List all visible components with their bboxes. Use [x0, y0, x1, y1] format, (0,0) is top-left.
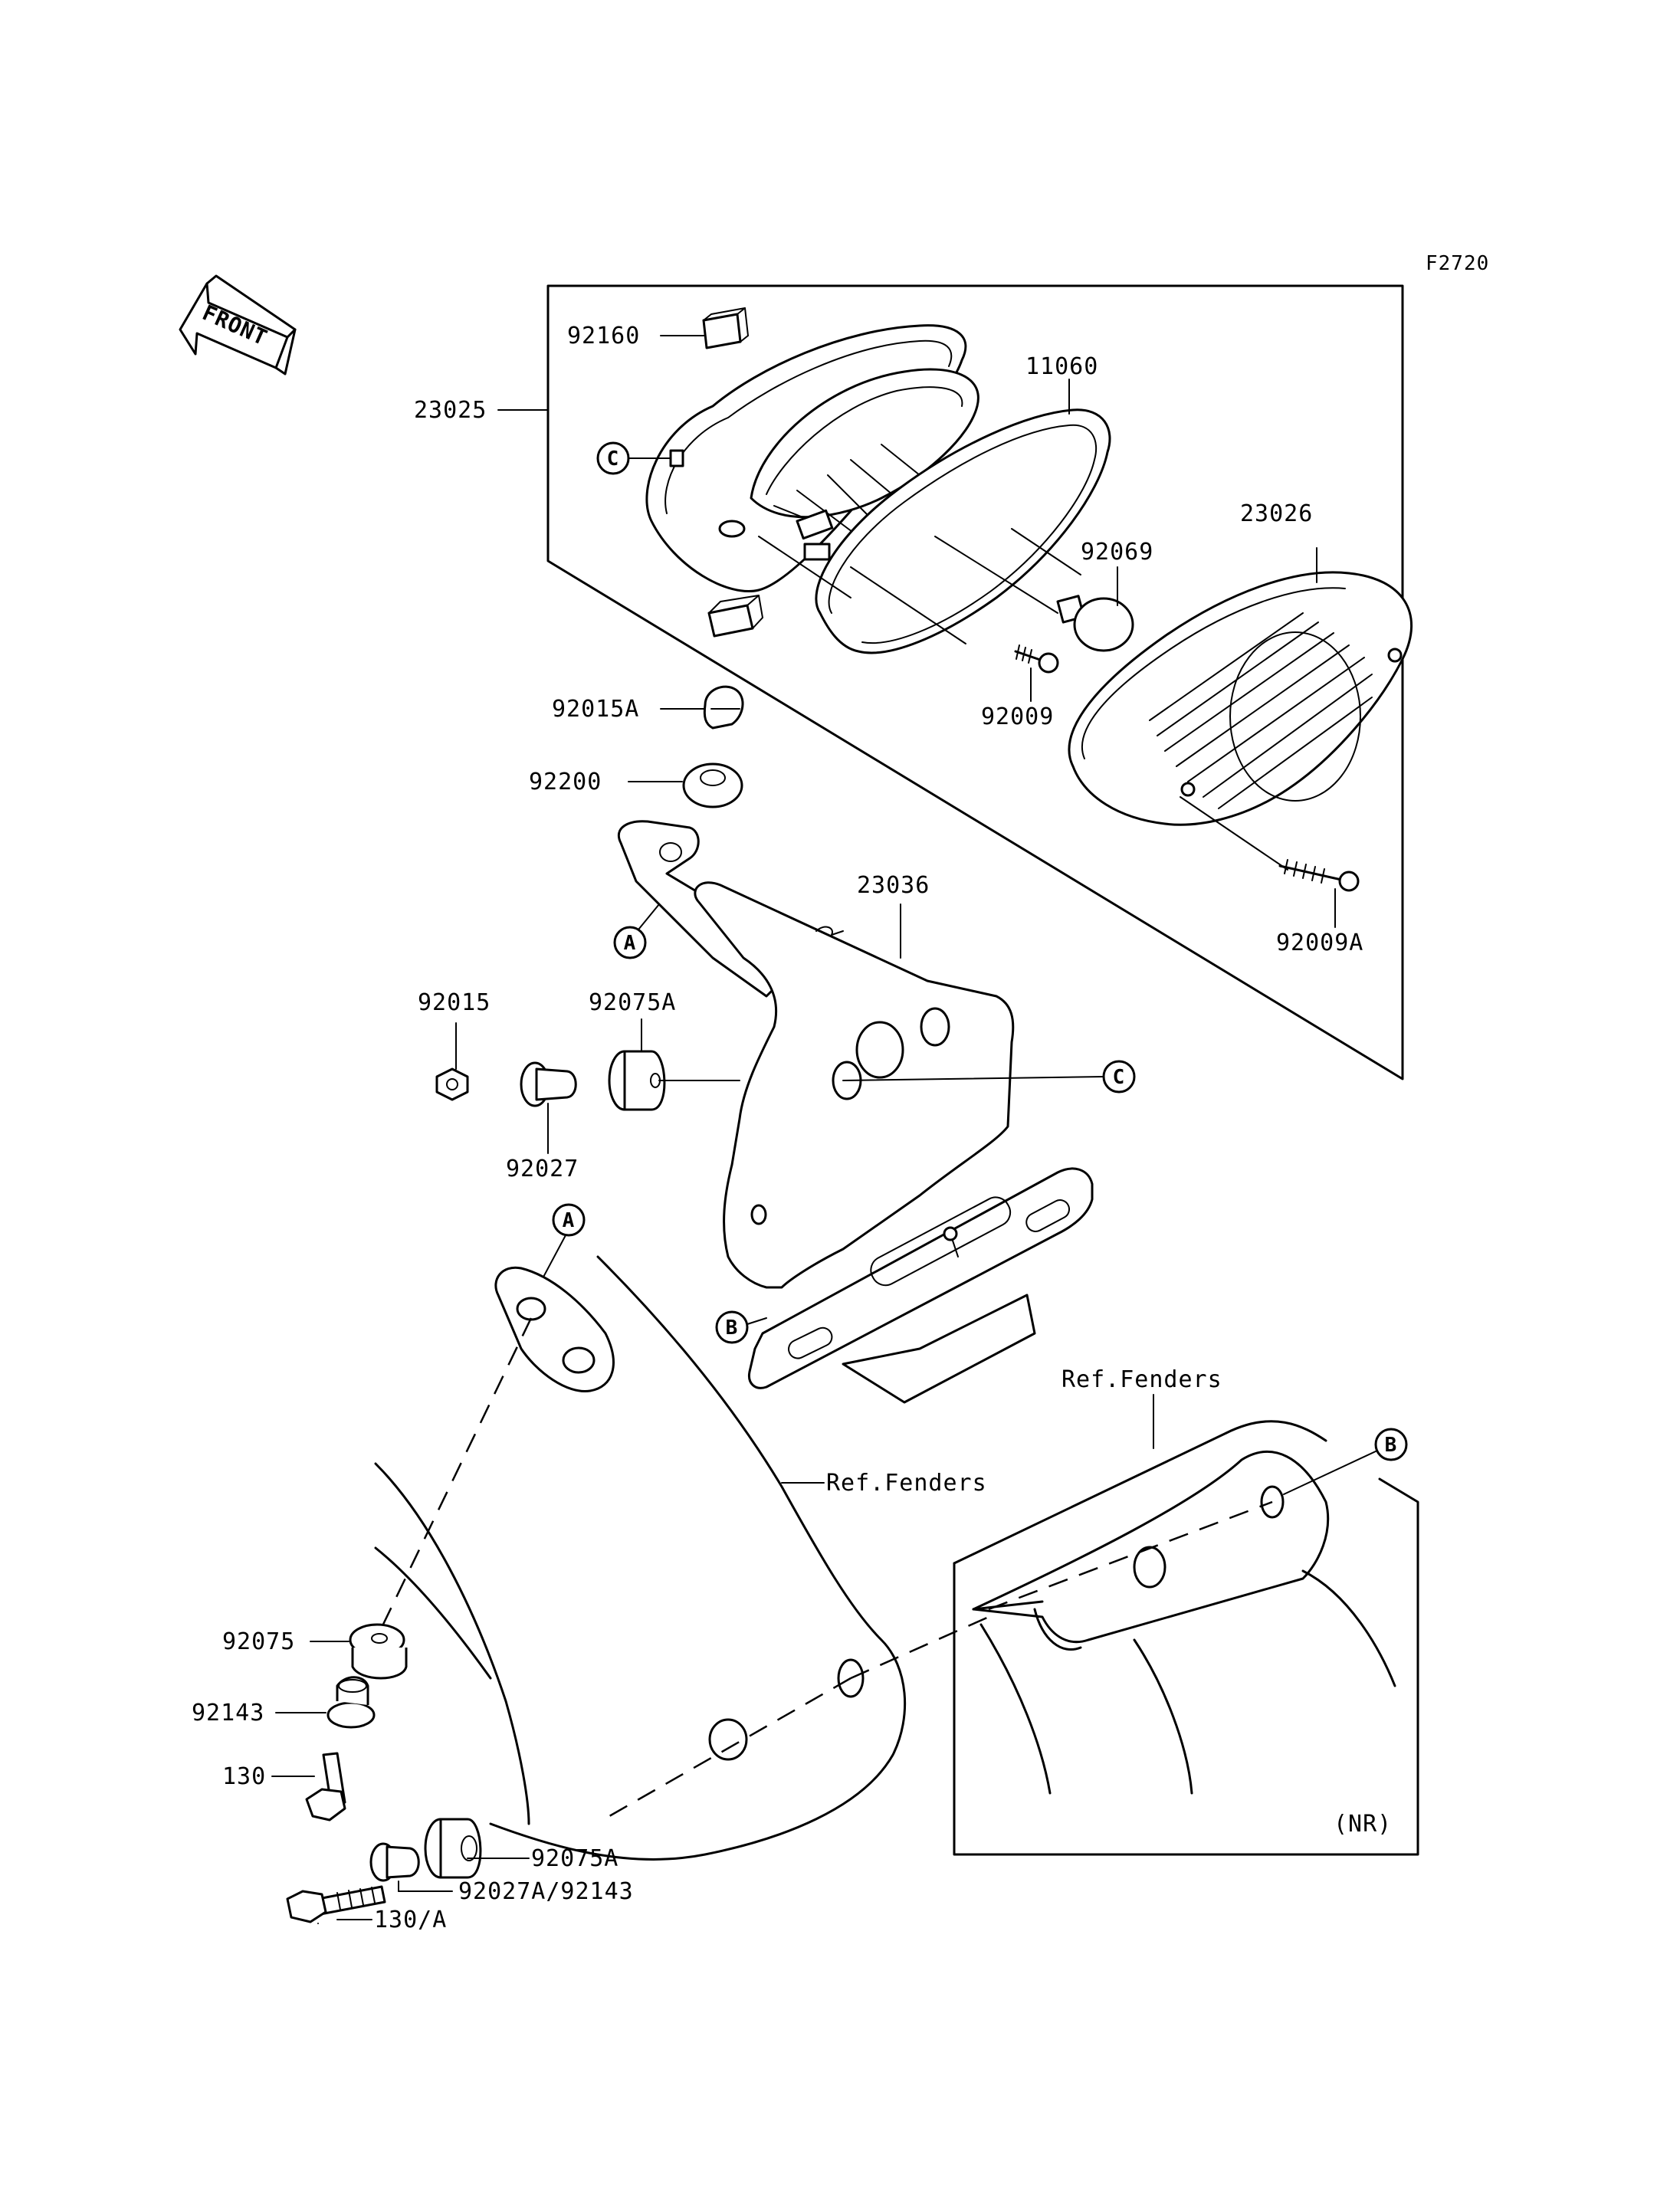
taillight-housing-23025	[645, 324, 979, 592]
part-label-92027: 92027	[506, 1156, 579, 1182]
part-label-92015A: 92015A	[552, 696, 639, 723]
part-label-92075A-bottom: 92075A	[531, 1845, 619, 1872]
svg-text:B: B	[726, 1317, 739, 1340]
collar-92143	[326, 1676, 376, 1729]
part-label-92200: 92200	[529, 769, 602, 795]
bracket-23036	[618, 820, 1094, 1404]
collar-92027	[520, 1061, 577, 1107]
washer-92200	[682, 762, 743, 808]
ref-fenders-right: Ref.Fenders	[1061, 1366, 1222, 1393]
part-label-92009: 92009	[981, 703, 1054, 730]
screw-92009A	[1180, 796, 1360, 892]
svg-text:A: A	[563, 1209, 576, 1232]
part-label-130: 130	[222, 1763, 266, 1790]
part-label-130A: 130/A	[374, 1907, 447, 1933]
fender-mount-plate	[494, 1266, 615, 1393]
ref-fenders-left: Ref.Fenders	[826, 1470, 987, 1497]
callout-a-upper: A	[613, 926, 647, 959]
part-label-92075A-top: 92075A	[589, 989, 676, 1016]
part-label-23036: 23036	[857, 872, 930, 899]
part-label-92069: 92069	[1081, 539, 1153, 566]
part-label-92009A: 92009A	[1276, 930, 1363, 956]
svg-text:A: A	[624, 932, 637, 955]
cap-nut-92015A	[703, 685, 744, 730]
part-label-23025: 23025	[414, 397, 487, 424]
figure-code: F2720	[1426, 252, 1489, 275]
part-label-23026: 23026	[1240, 500, 1313, 527]
svg-text:C: C	[607, 448, 620, 471]
part-label-92075: 92075	[222, 1628, 295, 1655]
rubber-block-92160	[702, 307, 749, 349]
callout-c-right: C	[1102, 1060, 1136, 1094]
nut-92015	[435, 1067, 469, 1101]
grommet-92075	[349, 1623, 408, 1680]
part-label-92143: 92143	[192, 1700, 264, 1726]
rubber-block-lower	[707, 595, 763, 638]
part-label-92027A-92143: 92027A/92143	[458, 1878, 634, 1905]
screw-92009	[1014, 644, 1059, 674]
bolt-130A	[286, 1885, 386, 1923]
callout-b-right: B	[1374, 1428, 1408, 1461]
grommet-92075A-bottom	[424, 1818, 482, 1879]
callout-a-lower: A	[552, 1203, 586, 1237]
callout-b-left: B	[715, 1310, 749, 1344]
bulb-92069	[1056, 595, 1134, 652]
callout-c-top: C	[596, 441, 630, 475]
fender-rear	[374, 1255, 907, 1861]
collar-92027A	[369, 1842, 420, 1882]
taillight-assembly-frame	[546, 284, 1404, 1080]
svg-text:C: C	[1113, 1066, 1126, 1089]
grommet-92075A-top	[608, 1050, 666, 1111]
bolt-130	[305, 1752, 346, 1822]
nr-detail-box	[953, 1420, 1419, 1856]
front-arrow-icon: FRONT	[179, 274, 297, 375]
nr-label: (NR)	[1334, 1811, 1392, 1838]
part-label-11060: 11060	[1025, 353, 1098, 380]
lens-23026	[1068, 571, 1413, 826]
part-label-92160: 92160	[567, 323, 640, 349]
part-label-92015: 92015	[418, 989, 491, 1016]
svg-text:B: B	[1385, 1434, 1398, 1457]
